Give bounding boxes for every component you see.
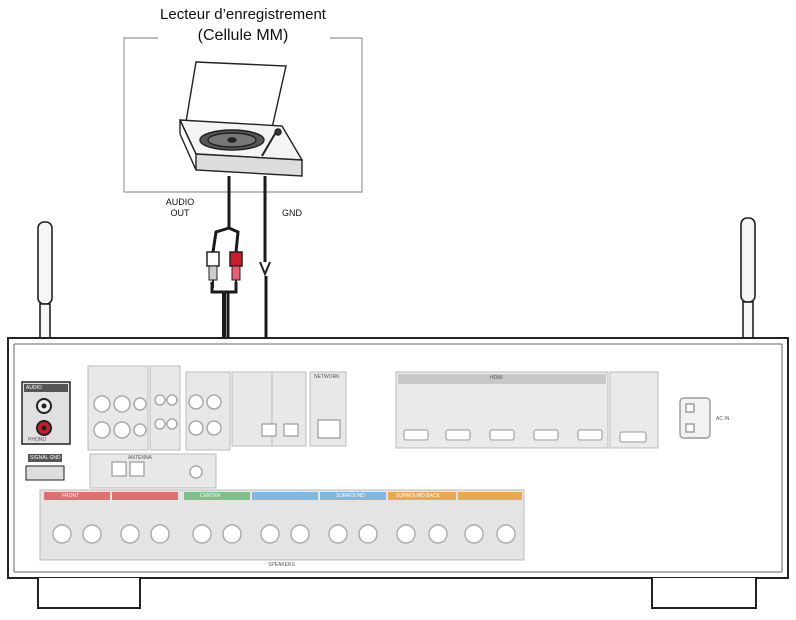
rca-jacks bbox=[93, 394, 222, 479]
panel-audio-label: AUDIO bbox=[26, 385, 42, 391]
title-line1: Lecteur d’enregistrement bbox=[160, 6, 326, 23]
rca-plug-left-icon bbox=[206, 251, 220, 288]
hdmi-panel bbox=[395, 371, 659, 449]
gnd-lug-icon bbox=[259, 261, 271, 277]
panel-ac-in-label: AC IN bbox=[716, 416, 730, 422]
receiver-feet bbox=[37, 578, 757, 609]
audio-out-text: AUDIO OUT bbox=[165, 197, 195, 218]
panel-surround-label: SURROUND bbox=[336, 493, 365, 499]
panel-hdmi-label: HDMI bbox=[490, 375, 503, 381]
panel-speakers-label: SPEAKERS bbox=[268, 562, 295, 568]
title-line2: (Cellule MM) bbox=[197, 27, 289, 44]
panel-center-label: CENTER bbox=[200, 493, 221, 499]
ac-in-socket bbox=[679, 397, 711, 439]
antenna-right-icon bbox=[740, 217, 756, 341]
phono-input-block bbox=[21, 381, 71, 481]
panel-network-label: NETWORK bbox=[314, 374, 340, 380]
antenna-left-icon bbox=[37, 221, 53, 341]
panel-signal-gnd-label: SIGNAL GND bbox=[30, 455, 61, 461]
rca-plug-right-icon bbox=[229, 251, 243, 288]
speaker-terminals bbox=[39, 489, 525, 561]
panel-front-label: FRONT bbox=[62, 493, 80, 499]
turntable-icon bbox=[178, 61, 304, 177]
panel-surround-back-label: SURROUND BACK bbox=[396, 493, 440, 499]
audio-out-label: AUDIO OUT bbox=[160, 197, 200, 219]
network-ports bbox=[261, 419, 341, 439]
gnd-label: GND bbox=[282, 208, 302, 218]
panel-antenna-label: ANTENNA bbox=[128, 455, 152, 461]
turntable-frame bbox=[123, 37, 363, 193]
panel-phono-label: PHONO bbox=[28, 437, 47, 443]
